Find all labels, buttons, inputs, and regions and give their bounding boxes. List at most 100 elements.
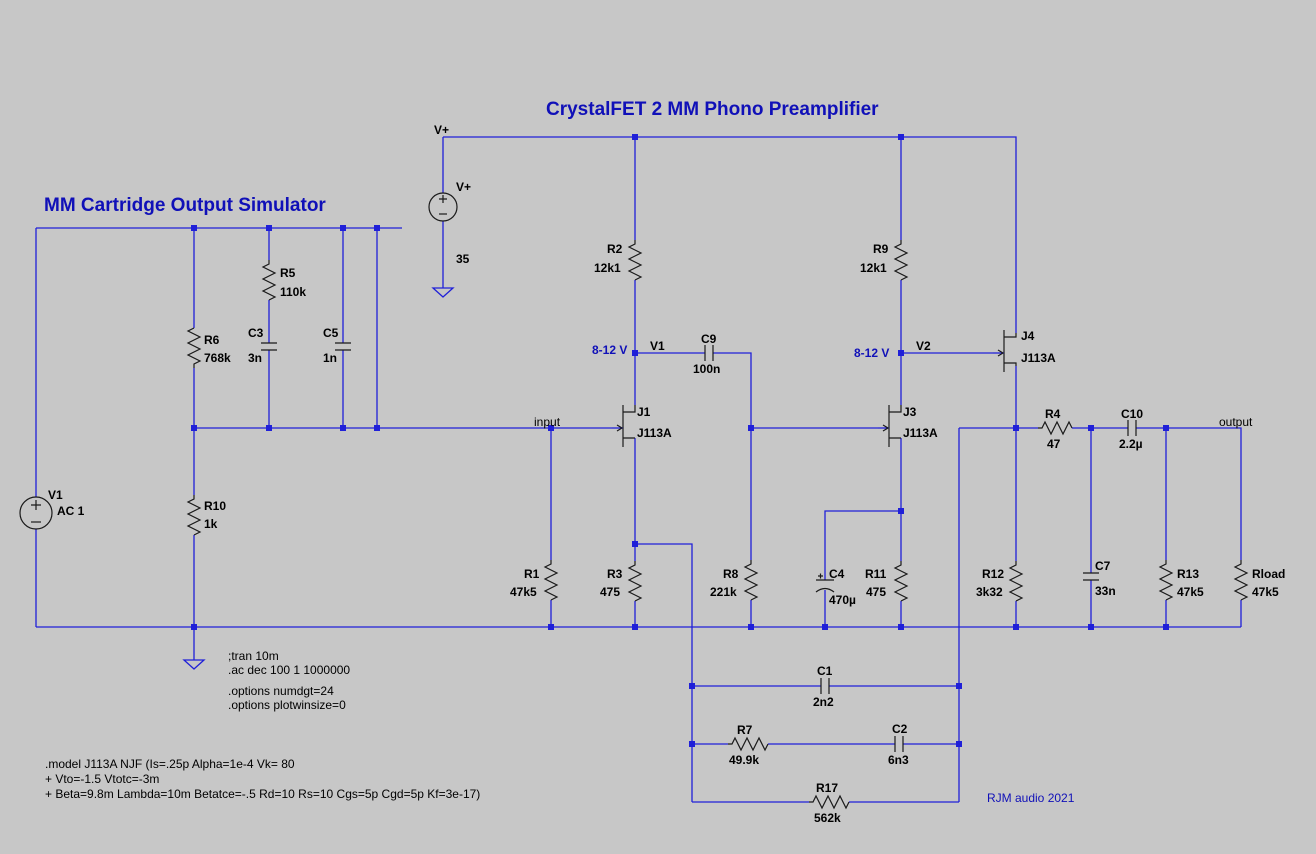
r11-value: 475 — [866, 585, 886, 599]
net-output-label: output — [1219, 415, 1253, 429]
junction — [1088, 624, 1094, 630]
resistor-r12 — [1008, 561, 1024, 602]
resistor-r5 — [261, 260, 277, 301]
wires — [35, 136, 1242, 803]
simulator-title: MM Cartridge Output Simulator — [44, 195, 326, 216]
model-line-2: + Vto=-1.5 Vtotc=-3m — [45, 772, 159, 786]
junction — [632, 350, 638, 356]
j4-model: J113A — [1021, 351, 1056, 365]
r5-name: R5 — [280, 266, 296, 280]
junction — [748, 624, 754, 630]
c10-value: 2.2µ — [1119, 437, 1143, 451]
r8-name: R8 — [723, 567, 739, 581]
v2-range-annotation: 8-12 V — [854, 346, 889, 360]
wire-top-rail — [443, 136, 1017, 333]
r9-name: R9 — [873, 242, 889, 256]
junction — [266, 225, 272, 231]
c9-value: 100n — [693, 362, 720, 376]
c2-value: 6n3 — [888, 753, 909, 767]
resistor-r7 — [728, 736, 769, 752]
resistor-r4 — [1038, 420, 1073, 436]
capacitor-c9 — [704, 345, 714, 361]
c4-name: C4 — [829, 567, 845, 581]
r6-value: 768k — [204, 351, 231, 365]
resistor-r3 — [627, 561, 643, 602]
plus-sign — [439, 195, 447, 203]
ground-symbols — [182, 287, 455, 670]
directive-numdgt: .options numdgt=24 — [228, 684, 334, 698]
vsource-value: 35 — [456, 252, 470, 266]
wire-v1-c9 — [635, 352, 752, 627]
rload-value: 47k5 — [1252, 585, 1279, 599]
junction — [748, 425, 754, 431]
junction — [191, 425, 197, 431]
r17-value: 562k — [814, 811, 841, 825]
rail-label: V+ — [434, 123, 449, 137]
junction — [898, 624, 904, 630]
v1-name: V1 — [48, 488, 63, 502]
voltage-source-vplus — [428, 192, 458, 222]
junction — [898, 350, 904, 356]
r2-value: 12k1 — [594, 261, 621, 275]
junction — [191, 225, 197, 231]
junction — [1088, 425, 1094, 431]
junction — [632, 134, 638, 140]
resistor-r1 — [543, 560, 559, 601]
junction — [548, 624, 554, 630]
junction — [340, 225, 346, 231]
junction — [822, 624, 828, 630]
r4-name: R4 — [1045, 407, 1061, 421]
junction — [632, 541, 638, 547]
resistor-r2 — [627, 240, 643, 281]
junction — [956, 741, 962, 747]
r7-value: 49.9k — [729, 753, 759, 767]
resistor-r13 — [1158, 560, 1174, 601]
junction — [374, 225, 380, 231]
c2-name: C2 — [892, 722, 908, 736]
voltage-sources — [19, 192, 458, 530]
v1-value: AC 1 — [57, 504, 85, 518]
resistor-r10 — [186, 495, 202, 536]
resistor-r6 — [186, 327, 202, 368]
junction-dots — [191, 134, 1169, 747]
c9-name: C9 — [701, 332, 717, 346]
j1-name: J1 — [637, 405, 651, 419]
junction — [1163, 425, 1169, 431]
r13-name: R13 — [1177, 567, 1199, 581]
preamp-title: CrystalFET 2 MM Phono Preamplifier — [546, 99, 879, 120]
wire-output — [959, 427, 1242, 627]
r13-value: 47k5 — [1177, 585, 1204, 599]
capacitor-c2 — [894, 736, 904, 752]
net-v2-label: V2 — [916, 339, 931, 353]
model-line-1: .model J113A NJF (Is=.25p Alpha=1e-4 Vk=… — [45, 757, 295, 771]
ground-symbol — [431, 287, 455, 298]
c3-value: 3n — [248, 351, 262, 365]
v1-range-annotation: 8-12 V — [592, 343, 627, 357]
resistor-r17 — [809, 794, 850, 810]
directive-ac: .ac dec 100 1 1000000 — [228, 663, 350, 677]
capacitor-c3 — [261, 342, 277, 351]
junction — [956, 683, 962, 689]
resistors — [186, 240, 1249, 810]
r4-value: 47 — [1047, 437, 1061, 451]
voltage-source-v1 — [19, 496, 53, 530]
capacitor-c4 — [815, 573, 835, 593]
r3-value: 475 — [600, 585, 620, 599]
resistor-r8 — [743, 560, 759, 601]
credit-label: RJM audio 2021 — [987, 791, 1075, 805]
rload-name: Rload — [1252, 567, 1285, 581]
plus-sign — [31, 500, 41, 510]
ground-symbol — [182, 659, 206, 670]
r12-value: 3k32 — [976, 585, 1003, 599]
capacitor-c5 — [335, 342, 351, 351]
c7-name: C7 — [1095, 559, 1111, 573]
junction — [374, 425, 380, 431]
directive-tran: ;tran 10m — [228, 649, 279, 663]
junction — [266, 425, 272, 431]
capacitor-c10 — [1127, 420, 1137, 436]
c5-name: C5 — [323, 326, 339, 340]
junction — [689, 741, 695, 747]
c5-value: 1n — [323, 351, 337, 365]
model-line-3: + Beta=9.8m Lambda=10m Betatce=-.5 Rd=10… — [45, 787, 480, 801]
c1-name: C1 — [817, 664, 833, 678]
